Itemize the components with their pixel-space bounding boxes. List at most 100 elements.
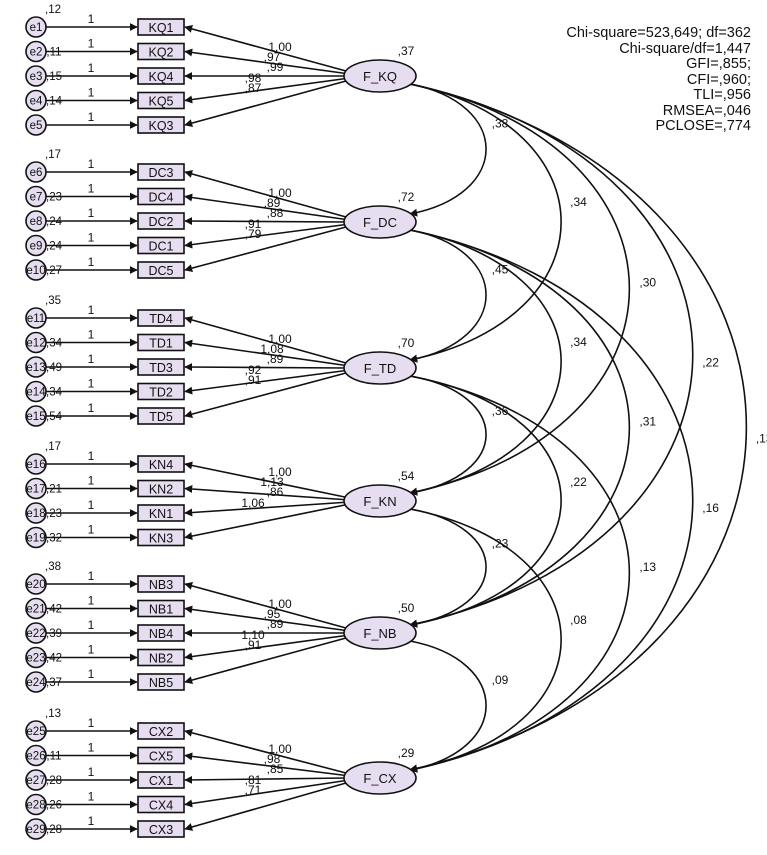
loading-label: ,98 xyxy=(245,71,262,85)
loading-arrow xyxy=(184,25,347,72)
path-layer: 11,001,971,991,981,8711,001,891,881,911,… xyxy=(46,12,347,833)
indicator-box xyxy=(137,795,185,814)
loading-arrow xyxy=(184,217,347,226)
latent-factor-label: F_NB xyxy=(363,626,396,641)
covariance-label: ,08 xyxy=(570,613,587,627)
loading-arrow xyxy=(184,501,347,517)
path-weight-label: 1 xyxy=(88,255,95,269)
latent-factor-label: F_KQ xyxy=(363,69,397,84)
loading-arrow xyxy=(184,48,347,75)
error-variance-label: ,17 xyxy=(45,149,61,161)
latent-factor-label: F_DC xyxy=(363,215,397,230)
error-variance-label: ,23 xyxy=(46,192,62,204)
indicator-label: CX4 xyxy=(149,799,173,813)
indicator-box xyxy=(137,236,185,255)
loading-label: 1,10 xyxy=(241,628,265,642)
error-variance-label: ,11 xyxy=(46,47,61,59)
indicator-box xyxy=(137,382,185,401)
indicator-box xyxy=(137,187,185,206)
indicator-box xyxy=(137,599,185,618)
covariance-arc xyxy=(402,635,487,773)
error-variance-label: ,54 xyxy=(46,411,63,423)
loading-label: 1,08 xyxy=(260,342,284,356)
indicator-box xyxy=(137,746,185,765)
indicator-box xyxy=(137,722,185,740)
error-term-node xyxy=(25,161,47,183)
loading-label: ,89 xyxy=(267,352,284,366)
path-weight-label: 1 xyxy=(88,352,95,366)
loading-label: ,97 xyxy=(264,50,281,64)
indicator-label: NB4 xyxy=(149,627,173,641)
error-term-node xyxy=(25,744,47,767)
error-term-node xyxy=(25,89,47,112)
indicator-box xyxy=(137,455,185,473)
indicator-label: NB2 xyxy=(149,652,173,666)
loading-label: 1,00 xyxy=(268,332,292,346)
indicator-label: TD1 xyxy=(149,337,173,351)
error-variance-label: ,28 xyxy=(46,775,62,787)
loading-label: ,92 xyxy=(245,363,262,377)
loading-label: ,89 xyxy=(264,196,281,210)
error-variance-label: ,17 xyxy=(45,441,61,453)
indicator-label: TD2 xyxy=(149,386,173,400)
error-term-label: e23 xyxy=(26,653,45,665)
loading-label: ,89 xyxy=(267,617,284,631)
covariance-label: ,13 xyxy=(639,560,656,574)
loading-arrow xyxy=(184,226,347,273)
covariance-label: ,45 xyxy=(492,262,509,276)
covariance-label: ,30 xyxy=(639,276,656,290)
error-term-node xyxy=(25,40,47,63)
error-term-label: e13 xyxy=(26,362,45,374)
factor-variance-label: ,50 xyxy=(398,601,415,615)
factor-variance-label: ,54 xyxy=(398,469,415,483)
indicator-box xyxy=(137,333,185,352)
indicator-label: TD4 xyxy=(149,312,173,326)
covariance-label: ,34 xyxy=(570,195,587,209)
indicator-label: NB1 xyxy=(149,603,173,617)
indicator-box xyxy=(137,18,185,36)
loading-arrow xyxy=(184,223,347,249)
loading-label: 1,00 xyxy=(268,186,292,200)
indicator-label: KQ5 xyxy=(148,95,173,109)
indicator-label: DC4 xyxy=(148,191,173,205)
indicator-label: KN1 xyxy=(149,507,173,521)
fit-stat-chi-square: Chi-square=523,649; df=362 xyxy=(566,25,751,41)
loading-label: 1,00 xyxy=(268,597,292,611)
indicator-label: CX2 xyxy=(149,725,173,739)
error-term-label: e1 xyxy=(30,22,43,34)
latent-factor-label: F_KN xyxy=(363,494,396,509)
error-variance-label: ,21 xyxy=(46,484,62,496)
path-weight-label: 1 xyxy=(88,643,95,657)
covariance-label: ,16 xyxy=(702,501,719,515)
error-variance-label: ,32 xyxy=(46,533,62,545)
latent-factor-node xyxy=(343,616,417,650)
error-term-label: e12 xyxy=(26,338,45,350)
path-weight-label: 1 xyxy=(88,37,95,51)
indicator-label: KQ2 xyxy=(148,46,173,60)
error-term-node xyxy=(25,671,47,693)
error-term-label: e9 xyxy=(30,241,43,253)
error-term-label: e29 xyxy=(26,824,45,836)
error-term-label: e26 xyxy=(26,751,45,763)
loading-arrow xyxy=(184,316,347,364)
fit-stat-pclose: PCLOSE=,774 xyxy=(655,118,751,134)
loading-arrow xyxy=(184,782,347,831)
latent-factor-label: F_TD xyxy=(364,361,397,376)
indicator-label: CX3 xyxy=(149,823,173,837)
indicator-label: DC1 xyxy=(148,240,173,254)
error-variance-label: ,12 xyxy=(45,4,61,16)
path-weight-label: 1 xyxy=(88,741,95,755)
error-term-node xyxy=(25,331,47,354)
error-term-node xyxy=(25,526,47,549)
error-variance-label: ,39 xyxy=(46,628,62,640)
error-term-label: e24 xyxy=(26,677,46,689)
loading-arrow xyxy=(184,363,347,372)
error-variance-label: ,27 xyxy=(46,265,62,277)
loading-label: ,87 xyxy=(245,81,262,95)
error-term-label: e6 xyxy=(30,167,43,179)
error-term-label: e28 xyxy=(26,800,45,812)
indicator-label: KQ1 xyxy=(148,21,173,35)
error-variance-label: ,38 xyxy=(45,561,61,573)
covariance-label: ,13 xyxy=(756,431,767,445)
loading-label: ,91 xyxy=(245,373,262,387)
